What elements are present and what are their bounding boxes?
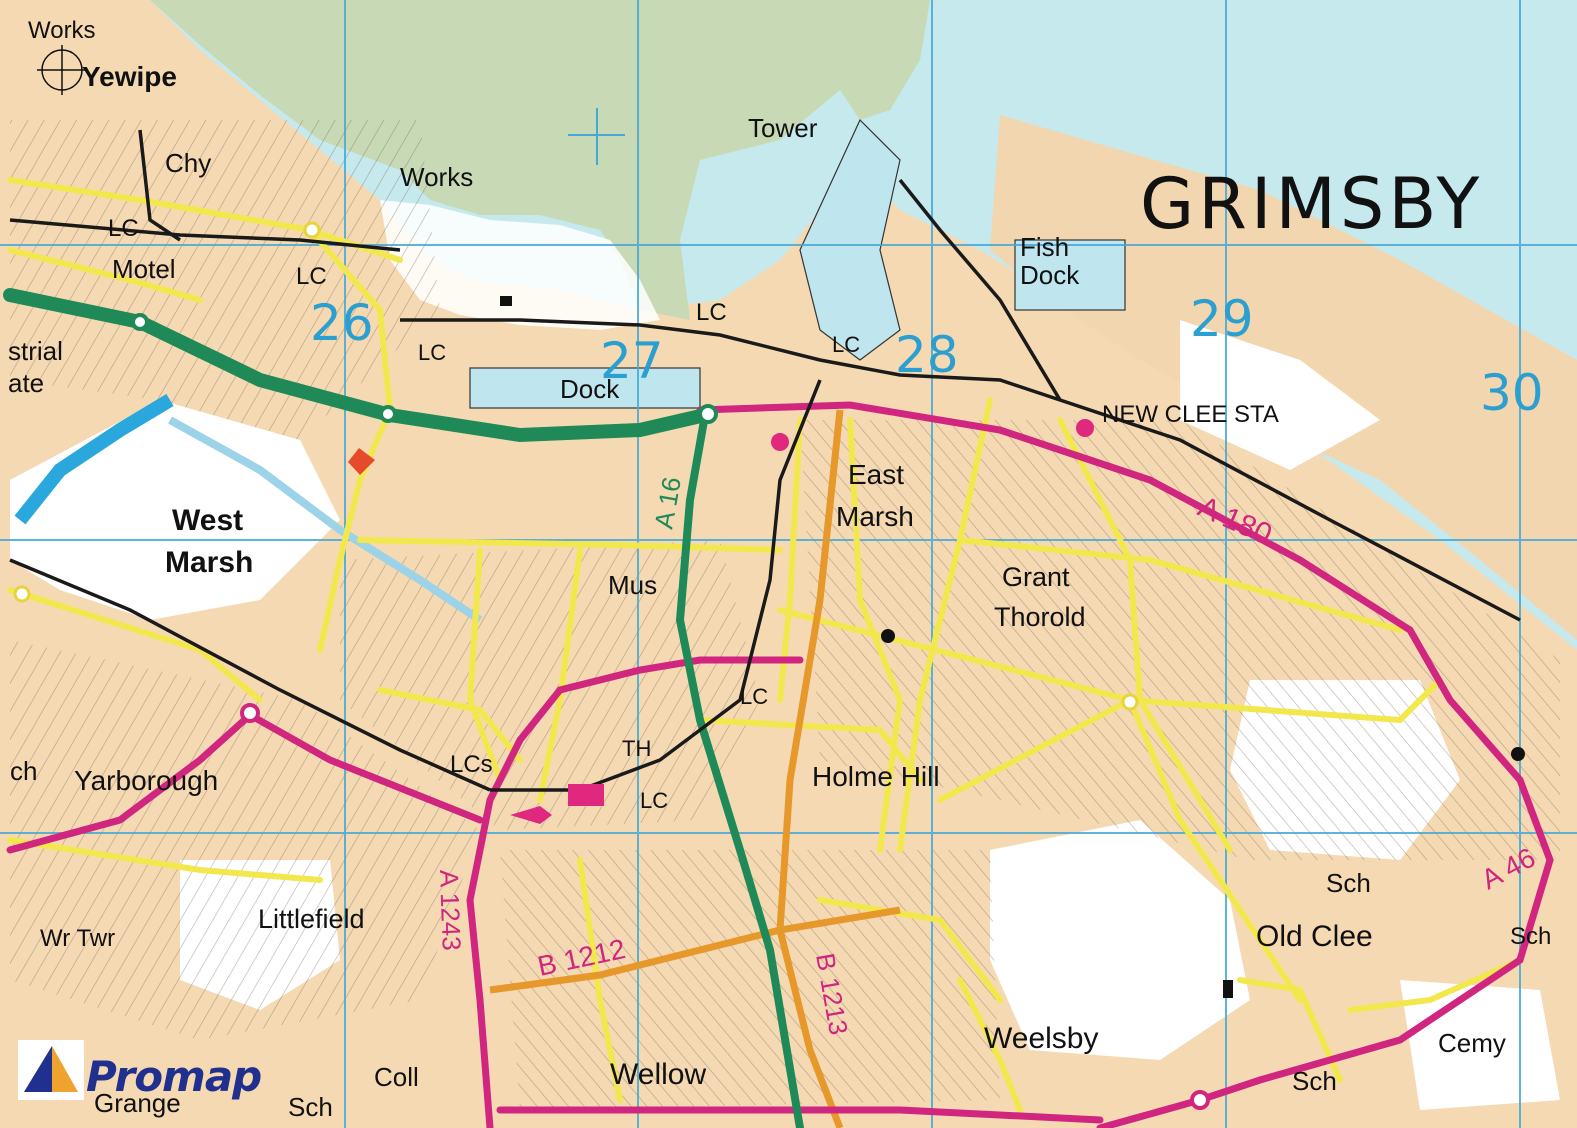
open-ground-newclee (1180, 320, 1380, 470)
label-littlefield: Littlefield (258, 904, 365, 934)
promap-logo-text: Promap (86, 1052, 262, 1101)
label-lc-7: LC (640, 788, 668, 813)
grid-number-30: 30 (1480, 364, 1544, 422)
label-works-top: Works (28, 17, 96, 44)
promap-logo-icon (18, 1040, 84, 1100)
fish-dock-water (1014, 239, 1126, 311)
grid-number-26: 26 (310, 294, 374, 352)
label-lc-4: LC (696, 299, 727, 326)
label-grange: Grange (94, 1088, 181, 1118)
label-east: East (848, 459, 904, 490)
intertidal (380, 200, 660, 330)
label-west-marsh: Marsh (165, 546, 253, 579)
label-lc-6: LC (740, 684, 768, 709)
label-lc-5: LC (832, 332, 860, 357)
label-lc-1: LC (108, 215, 139, 242)
label-old-clee: Old Clee (1256, 920, 1373, 953)
grid-number-27: 27 (600, 332, 664, 390)
label-sch-3: Sch (1292, 1066, 1337, 1096)
label-fish: Fish (1020, 232, 1069, 262)
freshney-river (168, 416, 483, 624)
label-holme-hill: Holme Hill (812, 761, 940, 792)
minor-roundabouts (13, 221, 1139, 711)
label-sch-4: Sch (288, 1092, 333, 1122)
grid-number-28: 28 (895, 326, 959, 384)
label-sch-1: Sch (1326, 868, 1371, 898)
label-lcs: LCs (450, 751, 493, 778)
label-wellow: Wellow (610, 1058, 706, 1091)
label-cemy: Cemy (1438, 1028, 1506, 1058)
minor-roads (7, 177, 1523, 1113)
label-west: West (172, 504, 243, 537)
label-lc-3: LC (418, 340, 446, 365)
grid-number-29: 29 (1190, 290, 1254, 348)
label-mus: Mus (608, 570, 657, 600)
label-sch-2: Sch (1510, 923, 1551, 950)
dock-water (469, 367, 701, 409)
road-b1213 (776, 409, 844, 1128)
label-weelsby: Weelsby (984, 1022, 1099, 1055)
a-roads (6, 401, 1554, 1128)
label-yewipe: Yewipe (82, 61, 177, 92)
grid-cross-mark (568, 108, 625, 165)
label-th: TH (622, 736, 651, 761)
label-lc-2: LC (296, 263, 327, 290)
label-coll: Coll (374, 1062, 419, 1092)
label-estate: ate (8, 368, 44, 398)
roundabouts (131, 313, 718, 424)
housing-texture-c (10, 640, 480, 1040)
town-label: GRIMSBY (1140, 163, 1483, 245)
label-thorold: Thorold (994, 602, 1086, 632)
label-fish-dock: Dock (1020, 260, 1080, 290)
label-wr-twr: Wr Twr (40, 925, 115, 952)
housing-texture-e (10, 120, 440, 440)
map-symbols (348, 296, 1525, 998)
label-tower: Tower (748, 113, 818, 143)
road-label-a1243: A 1243 (434, 869, 467, 951)
housing-texture-a (340, 540, 760, 830)
label-new-clee-sta: NEW CLEE STA (1102, 401, 1279, 428)
open-ground-weelsby (990, 820, 1250, 1060)
road-b1212 (489, 906, 901, 994)
label-chy: Chy (165, 148, 211, 178)
label-ch: ch (10, 756, 37, 786)
label-dock: Dock (560, 374, 620, 404)
housing-texture-b (800, 420, 1560, 860)
compass-rose (37, 45, 87, 95)
royal-dock-water (799, 118, 901, 361)
label-motel: Motel (112, 254, 176, 284)
label-works: Works (400, 162, 473, 192)
station-markers (510, 419, 1094, 824)
label-yarborough: Yarborough (74, 765, 218, 796)
label-grant: Grant (1002, 562, 1070, 592)
a-road-roundabouts (240, 703, 1210, 1110)
canal (14, 393, 174, 525)
label-industrial: strial (8, 336, 63, 366)
label-east-marsh: Marsh (836, 501, 914, 532)
